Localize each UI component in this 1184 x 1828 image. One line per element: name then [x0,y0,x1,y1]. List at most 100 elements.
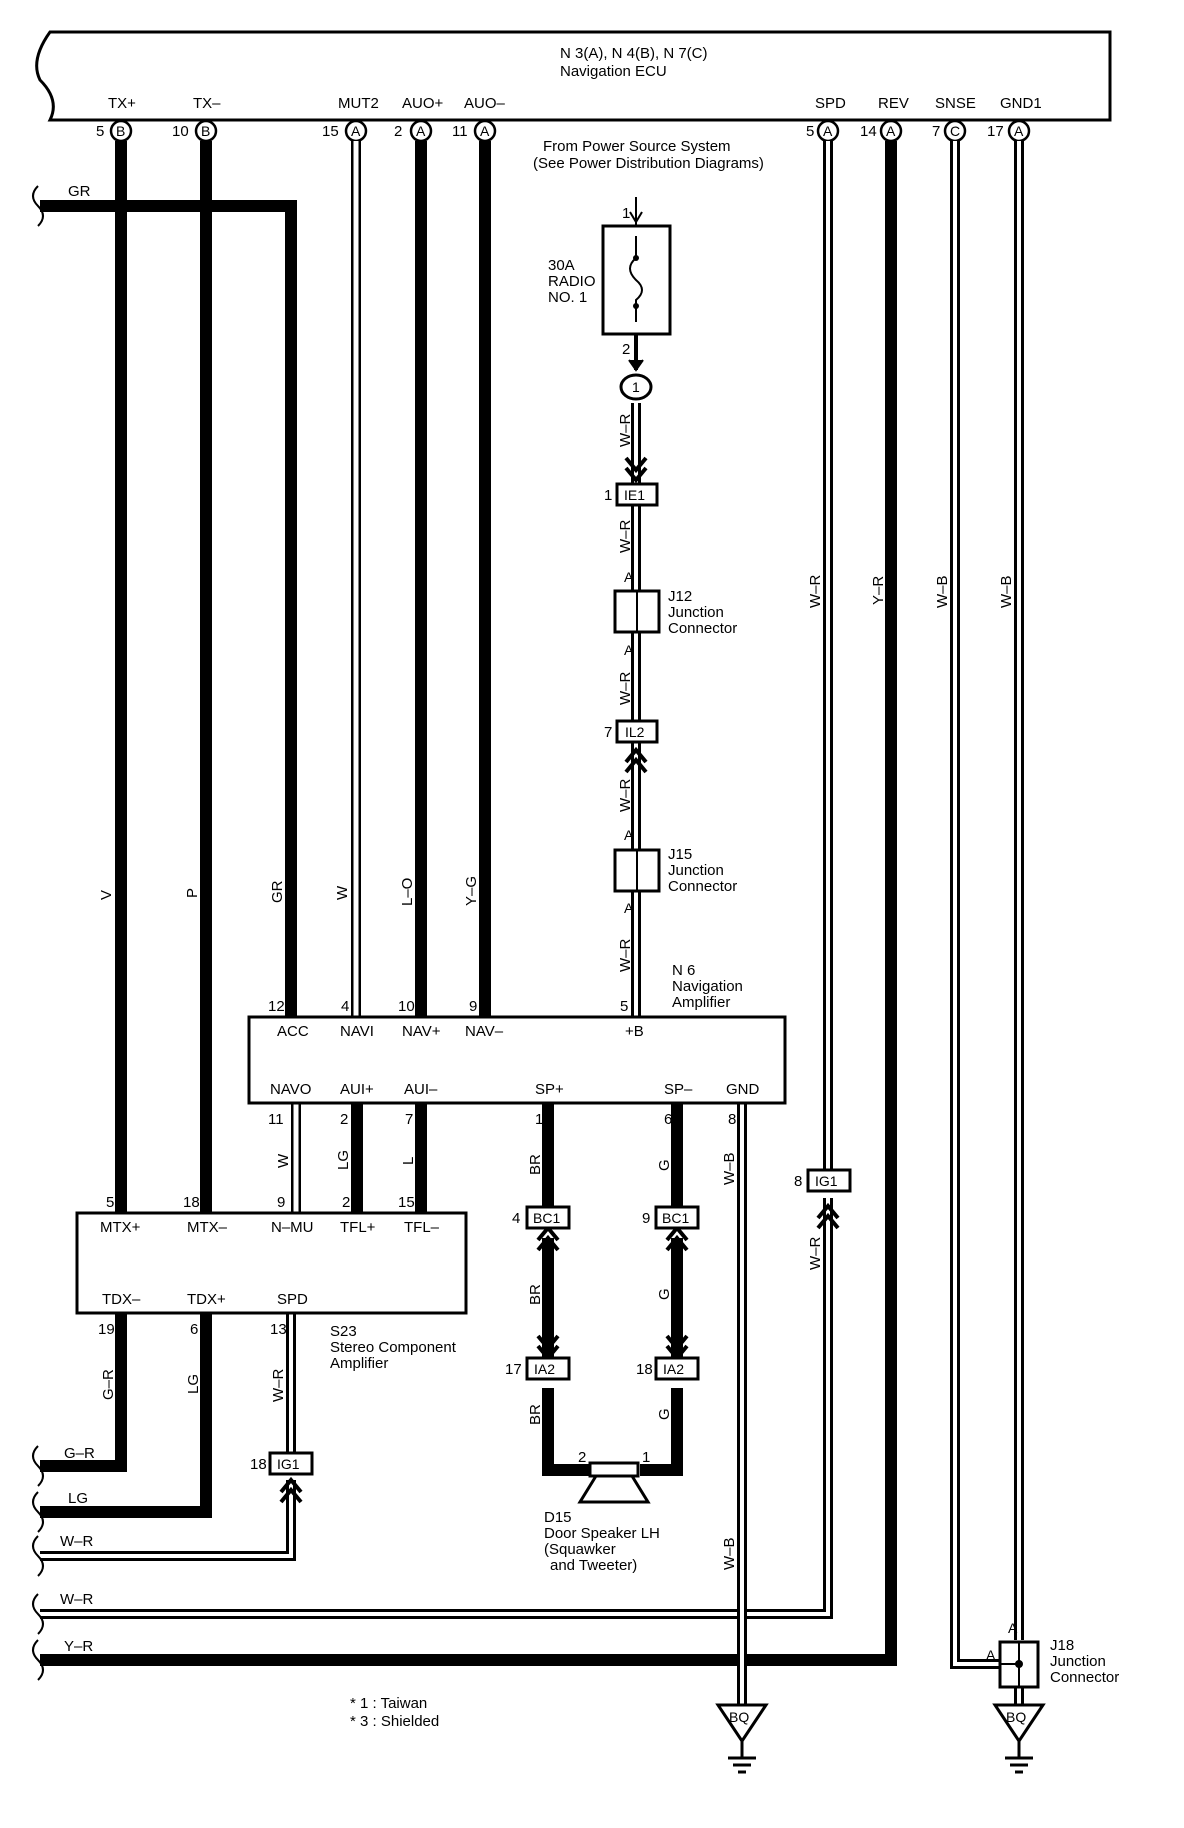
connector-ia2-right: IA2 18 [636,1356,700,1381]
wire-label-sp-minus: G [656,1159,673,1171]
ecu-conn-letter: A [886,123,896,139]
wire-label-ig1-spd: W–R [807,1237,824,1271]
amp-top-term: +B [625,1023,644,1040]
wire-label-gnd: W–B [721,1537,738,1570]
wire-acc-gr [40,200,297,1017]
left-label-w-r: W–R [60,1533,94,1550]
amp-bottom-term: GND [726,1081,760,1098]
j15-label-line1: J15 [668,846,692,863]
ground-left: BQ [715,1703,769,1774]
ecu-pin-number: 11 [452,123,468,140]
speaker-pin-left: 2 [578,1449,586,1466]
wire-label-nav-plus: L–O [399,878,416,906]
wire-label-tx-plus: V [98,890,115,900]
j15-label-line3: Connector [668,878,737,895]
ig1-right-label: IG1 [815,1173,838,1189]
amp-bottom-pin: 7 [405,1111,413,1128]
notes: * 1 : Taiwan * 3 : Shielded [350,1695,439,1730]
ground-icon [992,1703,1046,1744]
ecu-conn-letter: A [1014,123,1024,139]
amp-top-term: NAVI [340,1023,374,1040]
stereo-bottom-pin: 13 [270,1321,287,1338]
amp-bottom-pin: 11 [268,1111,284,1128]
ia2-left-label: IA2 [534,1361,555,1377]
navigation-ecu: N 3(A), N 4(B), N 7(C) Navigation ECU [35,30,1112,122]
amp-top-term: NAV+ [402,1023,441,1040]
junction-j12: A A J12 Junction Connector [613,569,737,658]
wire-label-aui-minus: L [400,1157,417,1165]
stereo-title-line3: Amplifier [330,1355,388,1372]
ecu-term-name: REV [878,95,909,112]
amp-bottom-term: AUI– [404,1081,438,1098]
j18-pin-a: A [1008,1620,1018,1636]
wire-label-sp-minus: G [656,1288,673,1300]
speaker-title-line2: Door Speaker LH [544,1525,660,1542]
connector-ie1: IE1 1 [604,482,659,507]
ground-icon [715,1703,769,1744]
ecu-pin-number: 17 [987,123,1004,140]
ecu-pin-number: 14 [860,123,877,140]
amp-top-pin: 5 [620,998,628,1015]
ecu-wires [40,141,897,1666]
ecu-term-name: TX+ [108,95,136,112]
wire-label-power: W–R [617,414,634,448]
left-edge-labels: GR G–R LG W–R W–R Y–R [60,183,95,1655]
ecu-terminals: TX+ TX– MUT2 AUO+ AUO– SPD REV SNSE GND1… [96,95,1042,143]
amp-top-pin: 12 [268,998,285,1015]
junction-j18: A A J18 Junction Connector [986,1620,1119,1689]
connector-bc1-right: BC1 9 [642,1205,700,1230]
ia2-right-pin: 18 [636,1361,653,1378]
left-label-w-r: W–R [60,1591,94,1608]
stereo-top-term: N–MU [271,1219,314,1236]
note-shielded: * 3 : Shielded [350,1713,439,1730]
ground-right-label: BQ [1006,1709,1026,1725]
ig1-left-label: IG1 [277,1456,300,1472]
ecu-pin-number: 15 [322,123,339,140]
ecu-conn-letter: A [480,123,490,139]
left-label-g-r: G–R [64,1445,95,1462]
wire-label-spd: W–R [807,575,824,609]
amp-title-line3: Amplifier [672,994,730,1011]
ig1-right-pin: 8 [794,1173,802,1190]
amp-bottom-pin: 8 [728,1111,736,1128]
left-label-y-r: Y–R [64,1638,93,1655]
amp-top-pin: 9 [469,998,477,1015]
il2-pin: 7 [604,724,612,741]
power-source-line2: (See Power Distribution Diagrams) [533,155,764,172]
j12-pin-a: A [624,569,634,585]
fuse-icon [629,236,643,322]
wire-label-power: W–R [617,939,634,973]
ia2-left-pin: 17 [505,1361,522,1378]
wire-label-aui-plus: LG [335,1150,352,1170]
note-taiwan: * 1 : Taiwan [350,1695,427,1712]
wire-label-power: W–R [617,520,634,554]
wire-label-tx-minus: P [184,888,201,898]
ia2-right-label: IA2 [663,1361,684,1377]
connector-ia2-left: IA2 17 [505,1356,571,1381]
wire-label-sp-plus: BR [527,1404,544,1425]
stereo-bottom-term: TDX+ [187,1291,226,1308]
bc1-left-pin: 4 [512,1210,520,1227]
bc1-right-label: BC1 [662,1210,689,1226]
stereo-title-line1: S23 [330,1323,357,1340]
ground-left-label: BQ [729,1709,749,1725]
power-source-line1: From Power Source System [543,138,731,155]
note-marker-ellipse [619,373,653,401]
ecu-conn-letter: C [950,123,960,139]
amp-bottom-term: SP+ [535,1081,564,1098]
stereo-top-pin: 9 [277,1194,285,1211]
amp-bottom-term: AUI+ [340,1081,374,1098]
j15-pin-a: A [624,900,634,916]
stereo-bottom-pin: 6 [190,1321,198,1338]
ecu-term-name: AUO+ [402,95,444,112]
ecu-conn-letter: A [351,123,361,139]
j15-pin-a: A [624,827,634,843]
fuse-label-line1: 30A [548,257,575,274]
wire-label-sp-plus: BR [527,1154,544,1175]
j18-label-line2: Junction [1050,1653,1106,1670]
ie1-pin: 1 [604,487,612,504]
ecu-conn-letter: A [823,123,833,139]
wire-label-navi: W [334,885,351,900]
stereo-top-term: MTX– [187,1219,228,1236]
